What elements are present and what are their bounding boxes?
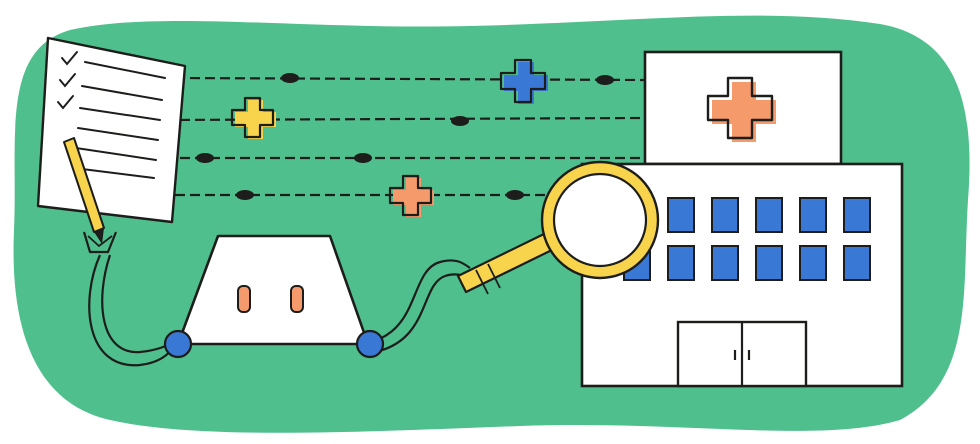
- data-dot: [596, 75, 614, 85]
- robot-icon: [163, 234, 385, 359]
- windows: [623, 197, 871, 281]
- window: [667, 197, 695, 233]
- window: [843, 197, 871, 233]
- checkmark: [59, 73, 76, 88]
- window: [711, 197, 739, 233]
- plus-orange-icon: [388, 174, 434, 217]
- magnifying-glass-icon: [456, 160, 660, 295]
- checkmark: [61, 51, 78, 66]
- medical-cross-icon: [706, 76, 776, 142]
- robot-connector-left: [163, 329, 193, 359]
- checklist-icon: [36, 36, 187, 224]
- data-dot: [354, 153, 372, 163]
- data-dot: [506, 190, 524, 200]
- checkmark: [57, 95, 74, 110]
- window: [711, 245, 739, 281]
- data-dot: [196, 153, 214, 163]
- data-line-1: [174, 76, 646, 82]
- data-dots: [196, 73, 614, 200]
- robot-connector-right: [355, 329, 385, 359]
- data-dot: [236, 190, 254, 200]
- data-dot: [281, 73, 299, 83]
- plus-blue-icon: [499, 58, 548, 104]
- plus-yellow-icon: [230, 96, 276, 139]
- robot-eye-right: [290, 285, 304, 313]
- window: [667, 245, 695, 281]
- robot-eye-left: [237, 285, 251, 313]
- window: [755, 197, 783, 233]
- magnifier-lens: [552, 172, 648, 268]
- window: [799, 245, 827, 281]
- window: [755, 245, 783, 281]
- pencil-icon: [63, 137, 118, 254]
- cable-right: [369, 259, 471, 344]
- window: [799, 197, 827, 233]
- hospital-building-icon: [580, 50, 904, 388]
- window: [843, 245, 871, 281]
- data-dot: [451, 116, 469, 126]
